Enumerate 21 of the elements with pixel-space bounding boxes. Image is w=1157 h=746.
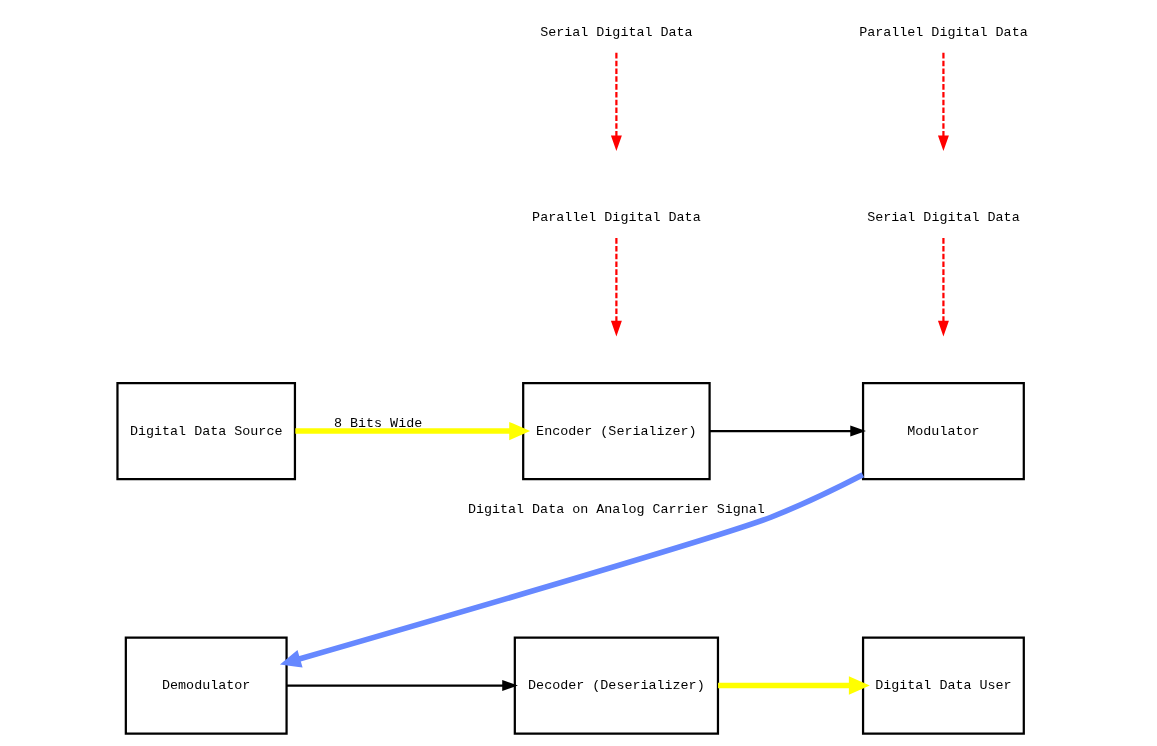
arrow (610, 52, 622, 152)
edge-label: 8 Bits Wide (333, 416, 422, 432)
node-box: Modulator (861, 381, 1025, 481)
node-box: Digital Data Source (115, 381, 296, 481)
arrow (937, 238, 949, 337)
arrow (610, 238, 622, 337)
arrow (717, 676, 870, 695)
node-box: Demodulator (124, 636, 288, 735)
node-text: Parallel Digital Data (531, 210, 701, 226)
edge-label: Digital Data on Analog Carrier Signal (467, 502, 765, 518)
arrow (286, 680, 518, 691)
arrow (709, 425, 866, 437)
arrow (294, 421, 530, 441)
node-text: Serial Digital Data (539, 25, 693, 41)
node-box: Decoder (Deserializer) (513, 636, 719, 735)
node-text: Serial Digital Data (866, 210, 1020, 226)
node-box: Encoder (Serializer) (521, 381, 711, 481)
arrow (279, 472, 864, 668)
node-text: Parallel Digital Data (858, 25, 1028, 41)
arrow (937, 52, 949, 152)
node-box: Digital Data User (861, 636, 1025, 735)
